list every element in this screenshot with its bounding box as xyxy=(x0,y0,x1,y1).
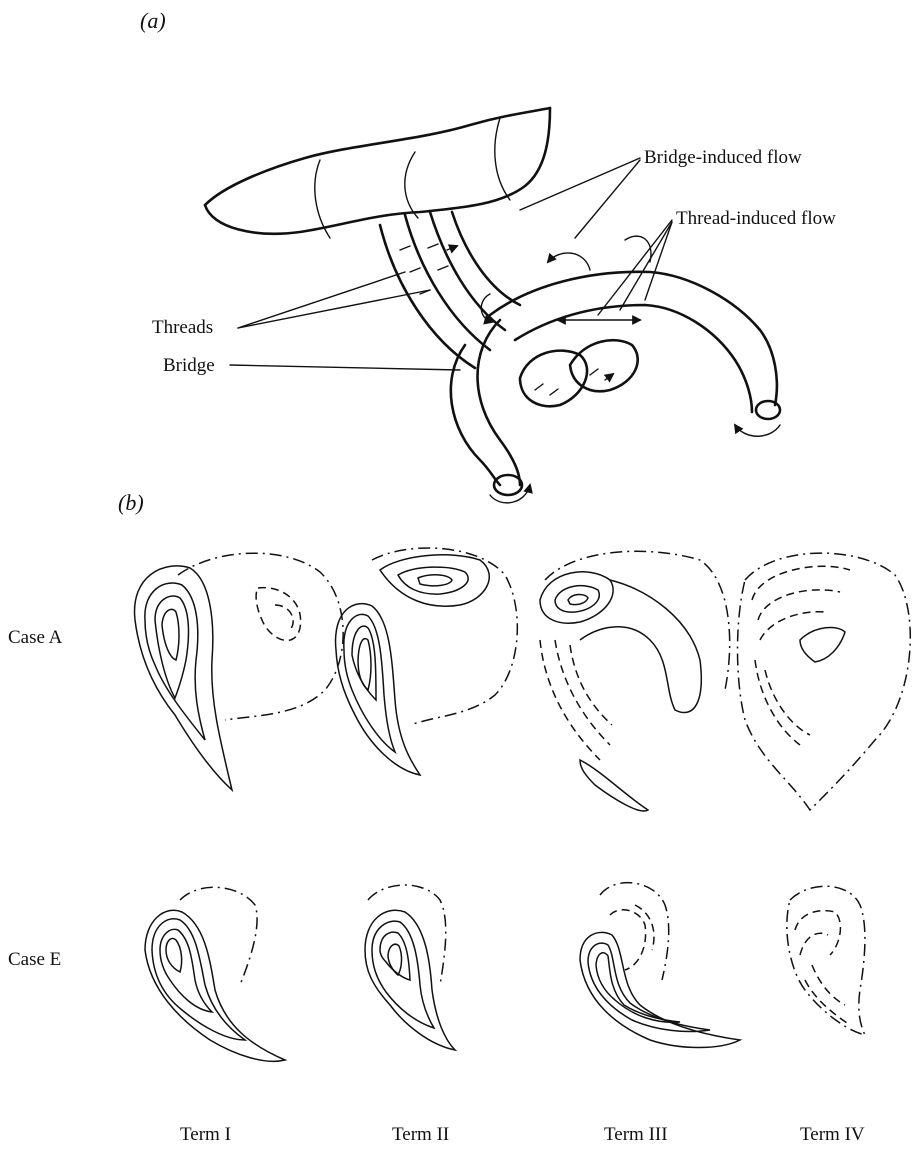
contour-case-e-term-ii xyxy=(365,885,455,1050)
contour-case-a-term-iii xyxy=(540,551,730,811)
thread-loops xyxy=(520,340,638,406)
contour-case-a-term-ii xyxy=(336,548,518,775)
vortex-schematic xyxy=(205,108,780,503)
contour-case-e-term-i xyxy=(145,887,285,1061)
upper-vortex-tube xyxy=(205,108,550,238)
threads xyxy=(380,212,520,368)
contour-case-e-term-iii xyxy=(580,883,740,1048)
contour-case-e-term-iv xyxy=(787,886,865,1035)
contour-case-a-term-iv xyxy=(738,553,911,810)
contour-case-a-term-i xyxy=(135,553,344,790)
